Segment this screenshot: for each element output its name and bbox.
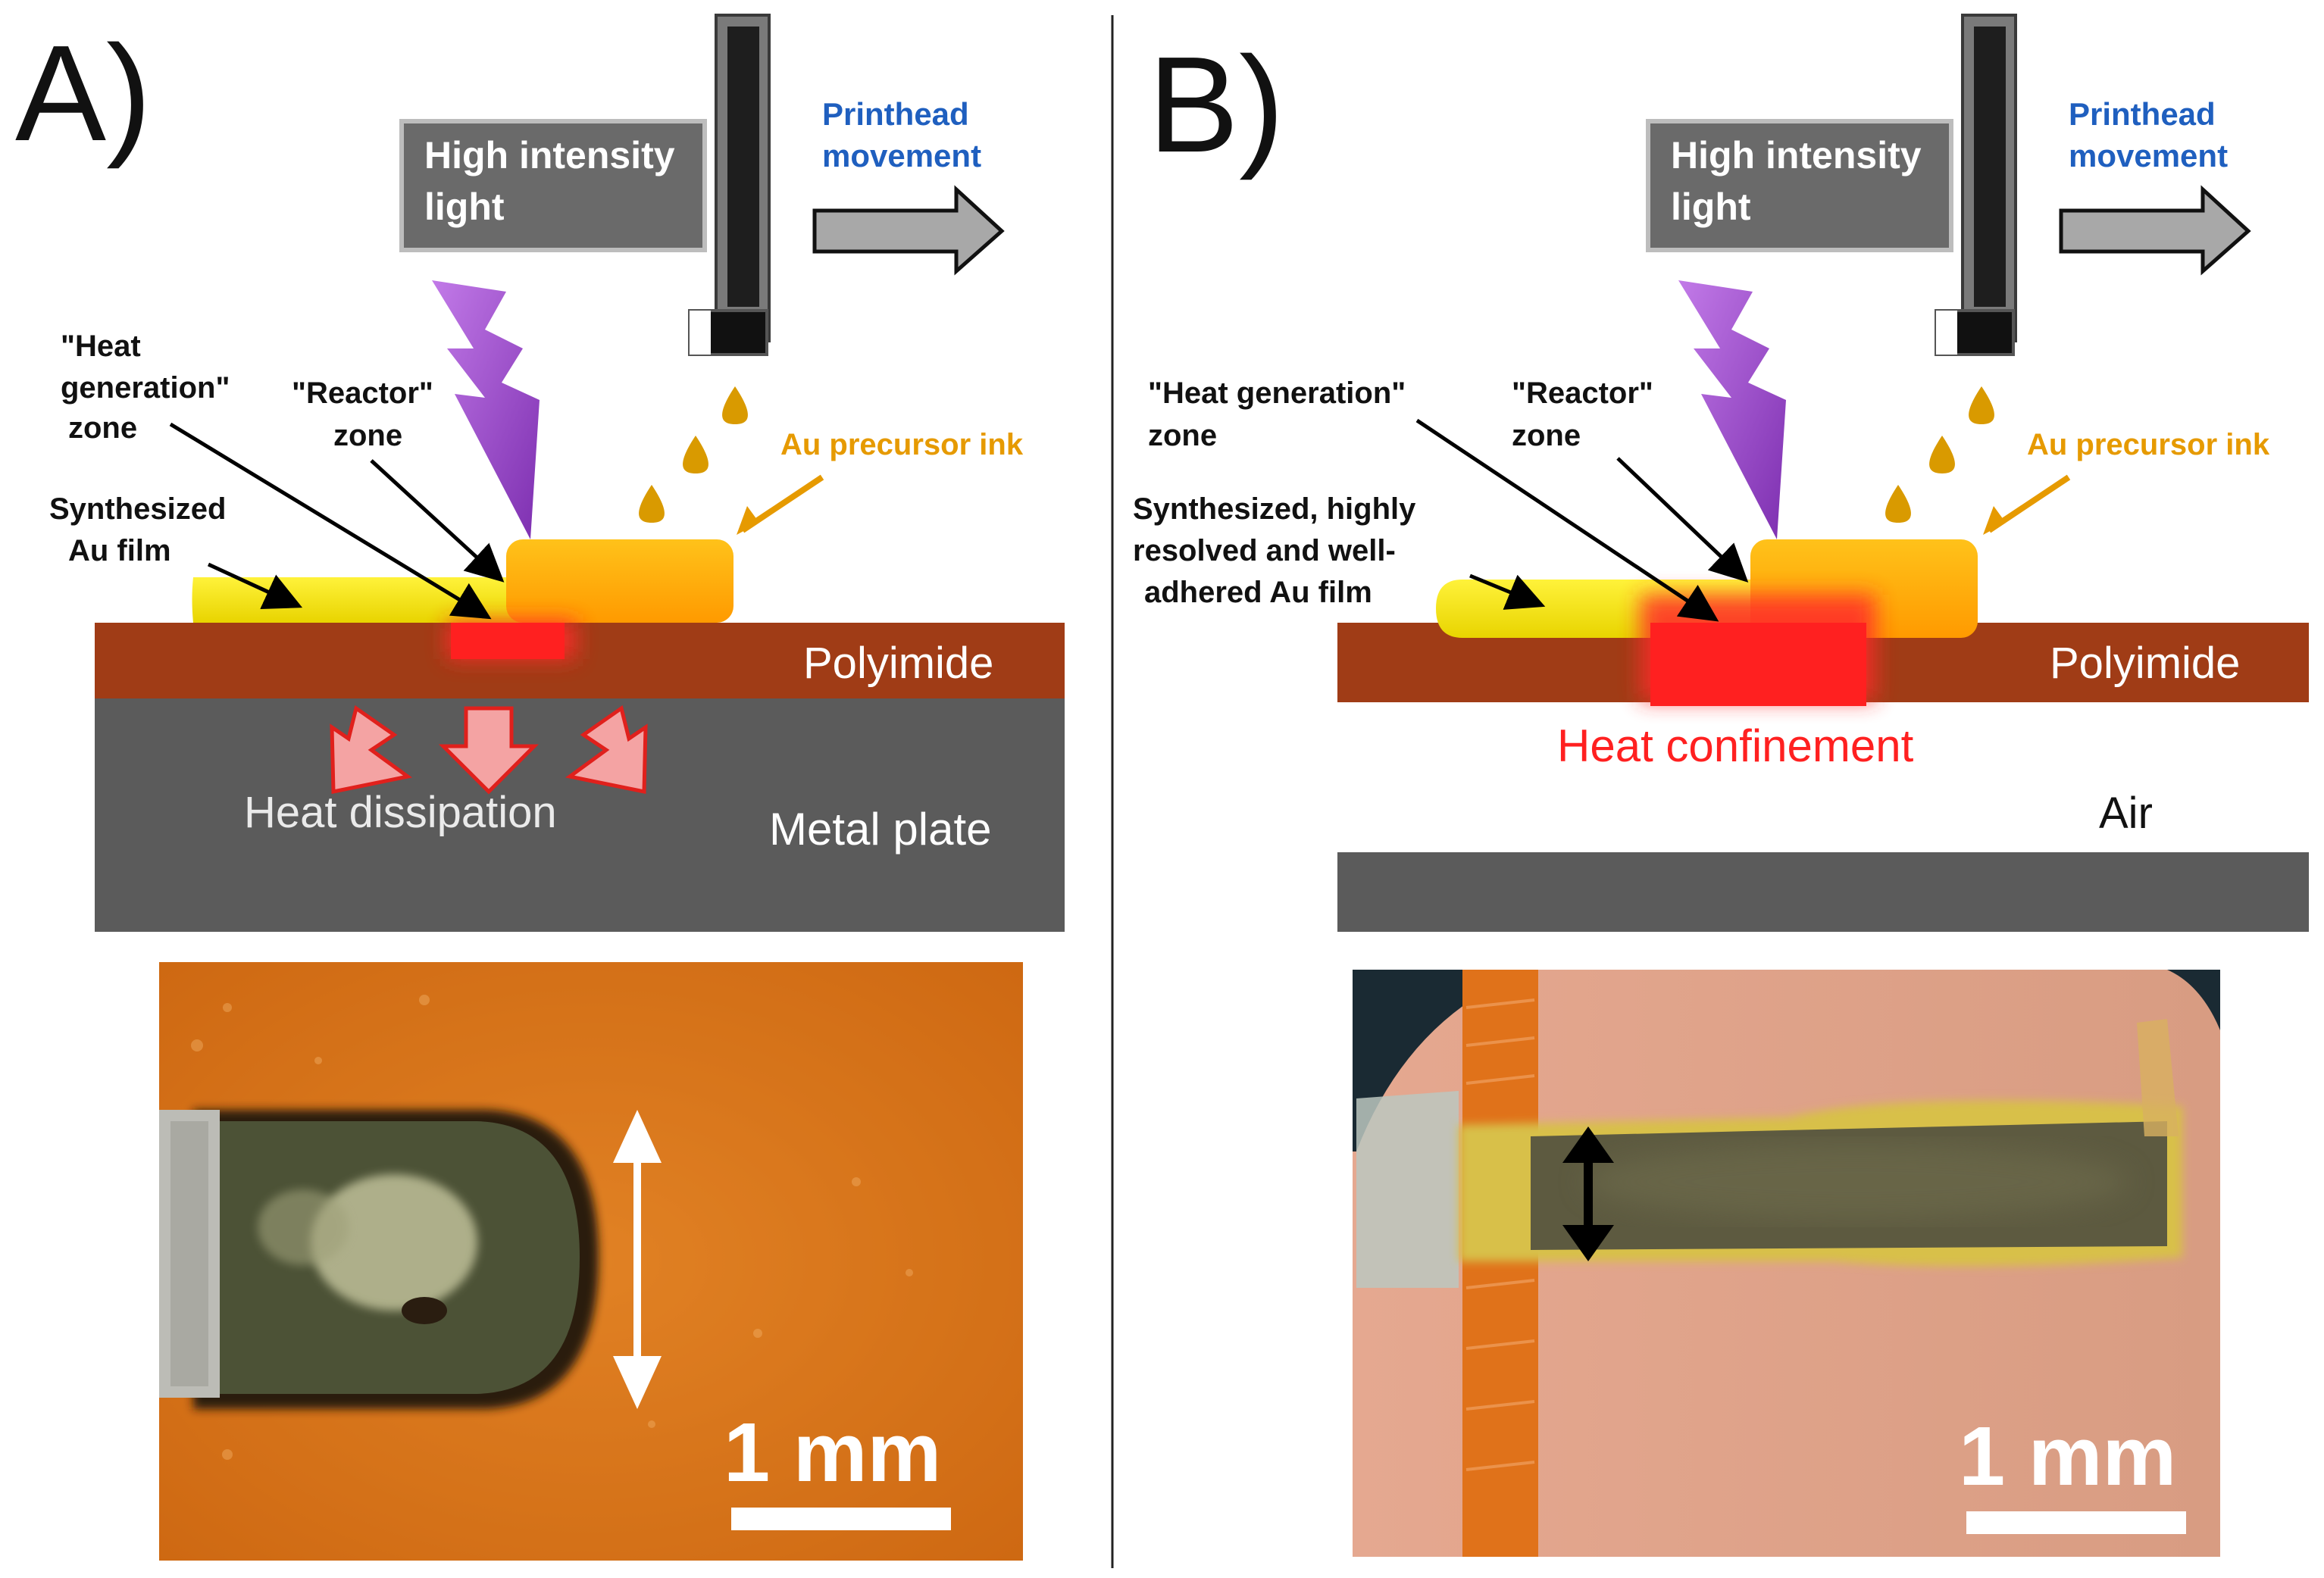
movement-arrow	[2059, 185, 2251, 276]
au-film-pointer	[1469, 573, 1546, 610]
reactor-pointer	[370, 459, 505, 583]
au-ink-label: Au precursor ink	[2027, 428, 2270, 461]
lamp-label-line1: High intensity	[424, 134, 675, 177]
lamp-box: High intensity light	[399, 119, 707, 252]
polyimide-layer	[95, 623, 1065, 698]
reactor-line2: zone	[333, 419, 402, 452]
ink-droplets	[639, 386, 748, 523]
heat-generation-pointer	[169, 422, 492, 620]
au-film-line2: resolved and well-	[1133, 534, 1396, 567]
heat-generation-line2: zone	[1148, 419, 1217, 452]
width-arrow-icon	[613, 1110, 662, 1409]
heat-confinement-label: Heat confinement	[1557, 720, 1914, 771]
printhead-movement-line2: movement	[822, 138, 981, 173]
au-film-line2: Au film	[68, 534, 171, 567]
heat-generation-line1: "Heat generation"	[1148, 377, 1406, 410]
heat-generation-pointer	[1415, 418, 1719, 622]
ink-droplets	[1885, 386, 1994, 523]
polyimide-label: Polyimide	[803, 639, 993, 688]
scale-bar-label-a: 1 mm	[724, 1406, 941, 1499]
au-film-line1: Synthesized	[49, 492, 226, 526]
reactor-line2: zone	[1512, 419, 1581, 452]
ink-deposit	[506, 539, 733, 623]
lamp-label-line1: High intensity	[1671, 134, 1922, 177]
scale-bar-b	[1966, 1511, 2186, 1534]
metal-plate-label: Metal plate	[769, 804, 992, 855]
au-film-line1: Synthesized, highly	[1133, 492, 1416, 526]
panel-b-label: B)	[1148, 29, 1284, 181]
panel-a: A) High intensity light Printhead moveme…	[15, 14, 1065, 1561]
au-film	[192, 577, 523, 623]
reactor-line1: "Reactor"	[1512, 377, 1653, 410]
reactor-pointer	[1616, 457, 1749, 583]
scale-bar-label-b: 1 mm	[1959, 1410, 2176, 1503]
au-ink-label: Au precursor ink	[780, 428, 1024, 461]
lamp-box: High intensity light	[1646, 119, 1953, 252]
lamp-label-line2: light	[1671, 186, 1751, 228]
movement-arrow	[812, 185, 1005, 276]
heat-generation-zone	[451, 623, 565, 659]
micrograph-a: 1 mm	[159, 962, 1023, 1561]
printhead-movement-line1: Printhead	[822, 96, 969, 132]
heat-generation-line3: zone	[68, 411, 137, 445]
metal-plate	[1337, 852, 2309, 932]
au-film-line3: adhered Au film	[1144, 576, 1372, 609]
panel-a-label: A)	[15, 17, 152, 170]
scale-bar-a	[731, 1508, 951, 1530]
printhead	[688, 14, 771, 356]
light-bolt-icon	[1678, 280, 1786, 539]
lamp-label-line2: light	[424, 186, 505, 228]
air-gap-label: Air	[2099, 789, 2153, 838]
printhead-movement-line2: movement	[2069, 138, 2228, 173]
heat-dissipation-label: Heat dissipation	[244, 788, 557, 837]
printhead-movement-line1: Printhead	[2069, 96, 2216, 132]
printhead	[1935, 14, 2017, 356]
width-arrow-icon	[1562, 1126, 1614, 1261]
light-bolt-icon	[432, 280, 540, 539]
polyimide-label: Polyimide	[2050, 639, 2240, 688]
au-film-pointer	[207, 562, 303, 609]
metal-plate	[95, 697, 1065, 932]
micrograph-b: 1 mm	[1353, 970, 2220, 1557]
heat-generation-line1: "Heat	[61, 330, 141, 363]
heat-dissipation-arrows	[330, 705, 648, 795]
panel-b: B) High intensity light Printhead moveme…	[1133, 14, 2309, 1557]
heat-generation-line2: generation"	[61, 371, 230, 405]
heat-confinement-zone	[1650, 623, 1866, 706]
reactor-line1: "Reactor"	[292, 377, 433, 410]
